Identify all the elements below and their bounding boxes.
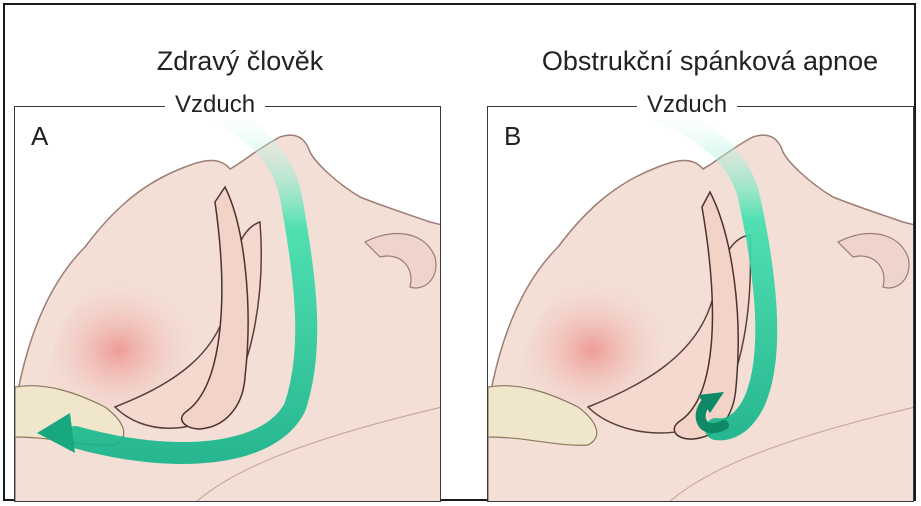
panel-a-letter: A (31, 121, 48, 152)
panel-a-healthy: A (14, 106, 441, 502)
panel-b-letter: B (504, 121, 521, 152)
panel-a-title: Zdravý člověk (125, 46, 355, 77)
panel-b-title: Obstrukční spánková apnoe (505, 46, 915, 77)
panel-a-air-label: Vzduch (165, 91, 265, 119)
panel-b-osa: B (487, 106, 914, 502)
panel-b-air-label: Vzduch (637, 91, 737, 119)
panel-a-illustration (15, 107, 441, 502)
figure-frame: Zdravý člověk Obstrukční spánková apnoe (3, 3, 916, 501)
panel-b-illustration (488, 107, 914, 502)
